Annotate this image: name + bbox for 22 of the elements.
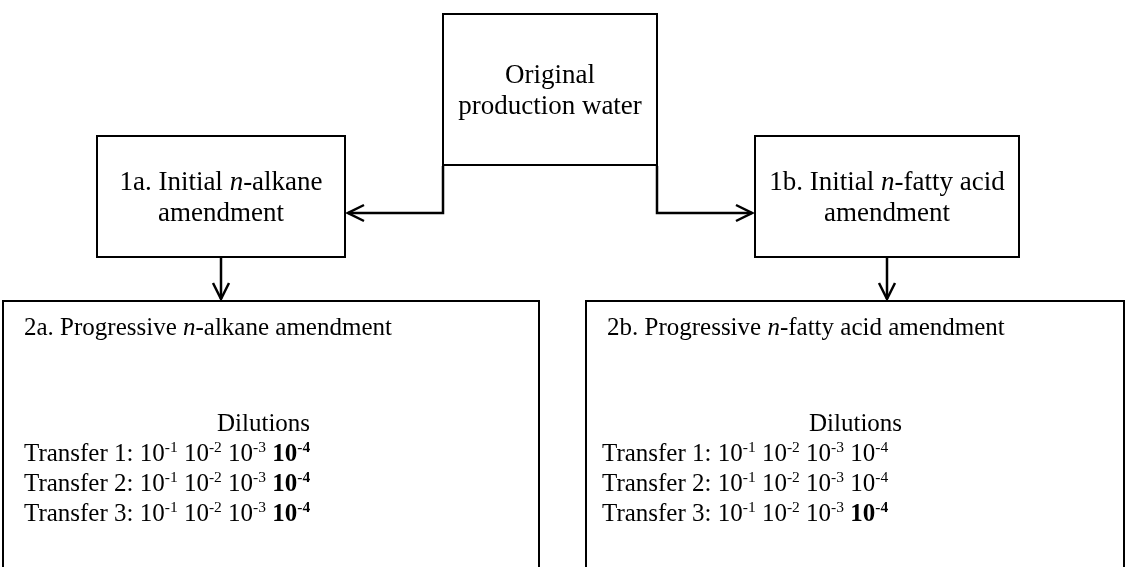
transfer-row: Transfer 2: 10$^{-1}$ 10$^{-2}$ 10$^{-3}$ 10$^{-4}$ — [602, 468, 889, 498]
arrow — [655, 166, 754, 223]
process-box — [754, 135, 1020, 258]
process-box — [96, 135, 346, 258]
arrow — [211, 258, 231, 301]
arrow — [346, 166, 445, 223]
column-heading: Dilutions — [809, 408, 903, 438]
box-heading: 2a. Progressive n-alkane amendment — [24, 312, 392, 342]
column-heading: Dilutions — [217, 408, 311, 438]
box-heading: 1b. Initial n-fatty acid amendment — [768, 165, 1006, 228]
transfer-row: Transfer 1: 10$^{-1}$ 10$^{-2}$ 10$^{-3}$ 10$^{-4}$ — [602, 438, 889, 468]
transfer-row: Transfer 2: 10$^{-1}$ 10$^{-2}$ 10$^{-3}$ 10$^{-4}$ — [24, 468, 311, 498]
stage-box — [585, 300, 1125, 567]
transfer-row: Transfer 3: 10$^{-1}$ 10$^{-2}$ 10$^{-3}$ 10$^{-4}$ — [602, 498, 889, 528]
stage-box — [2, 300, 540, 567]
box-heading: Original production water — [457, 58, 643, 121]
transfer-row: Transfer 3: 10$^{-1}$ 10$^{-2}$ 10$^{-3}$ 10$^{-4}$ — [24, 498, 311, 528]
process-box — [442, 13, 658, 166]
box-heading: 1a. Initial n-alkane amendment — [118, 165, 324, 228]
transfer-row: Transfer 1: 10$^{-1}$ 10$^{-2}$ 10$^{-3}$ 10$^{-4}$ — [24, 438, 311, 468]
arrow — [877, 258, 897, 301]
box-heading: 2b. Progressive n-fatty acid amendment — [607, 312, 1005, 342]
